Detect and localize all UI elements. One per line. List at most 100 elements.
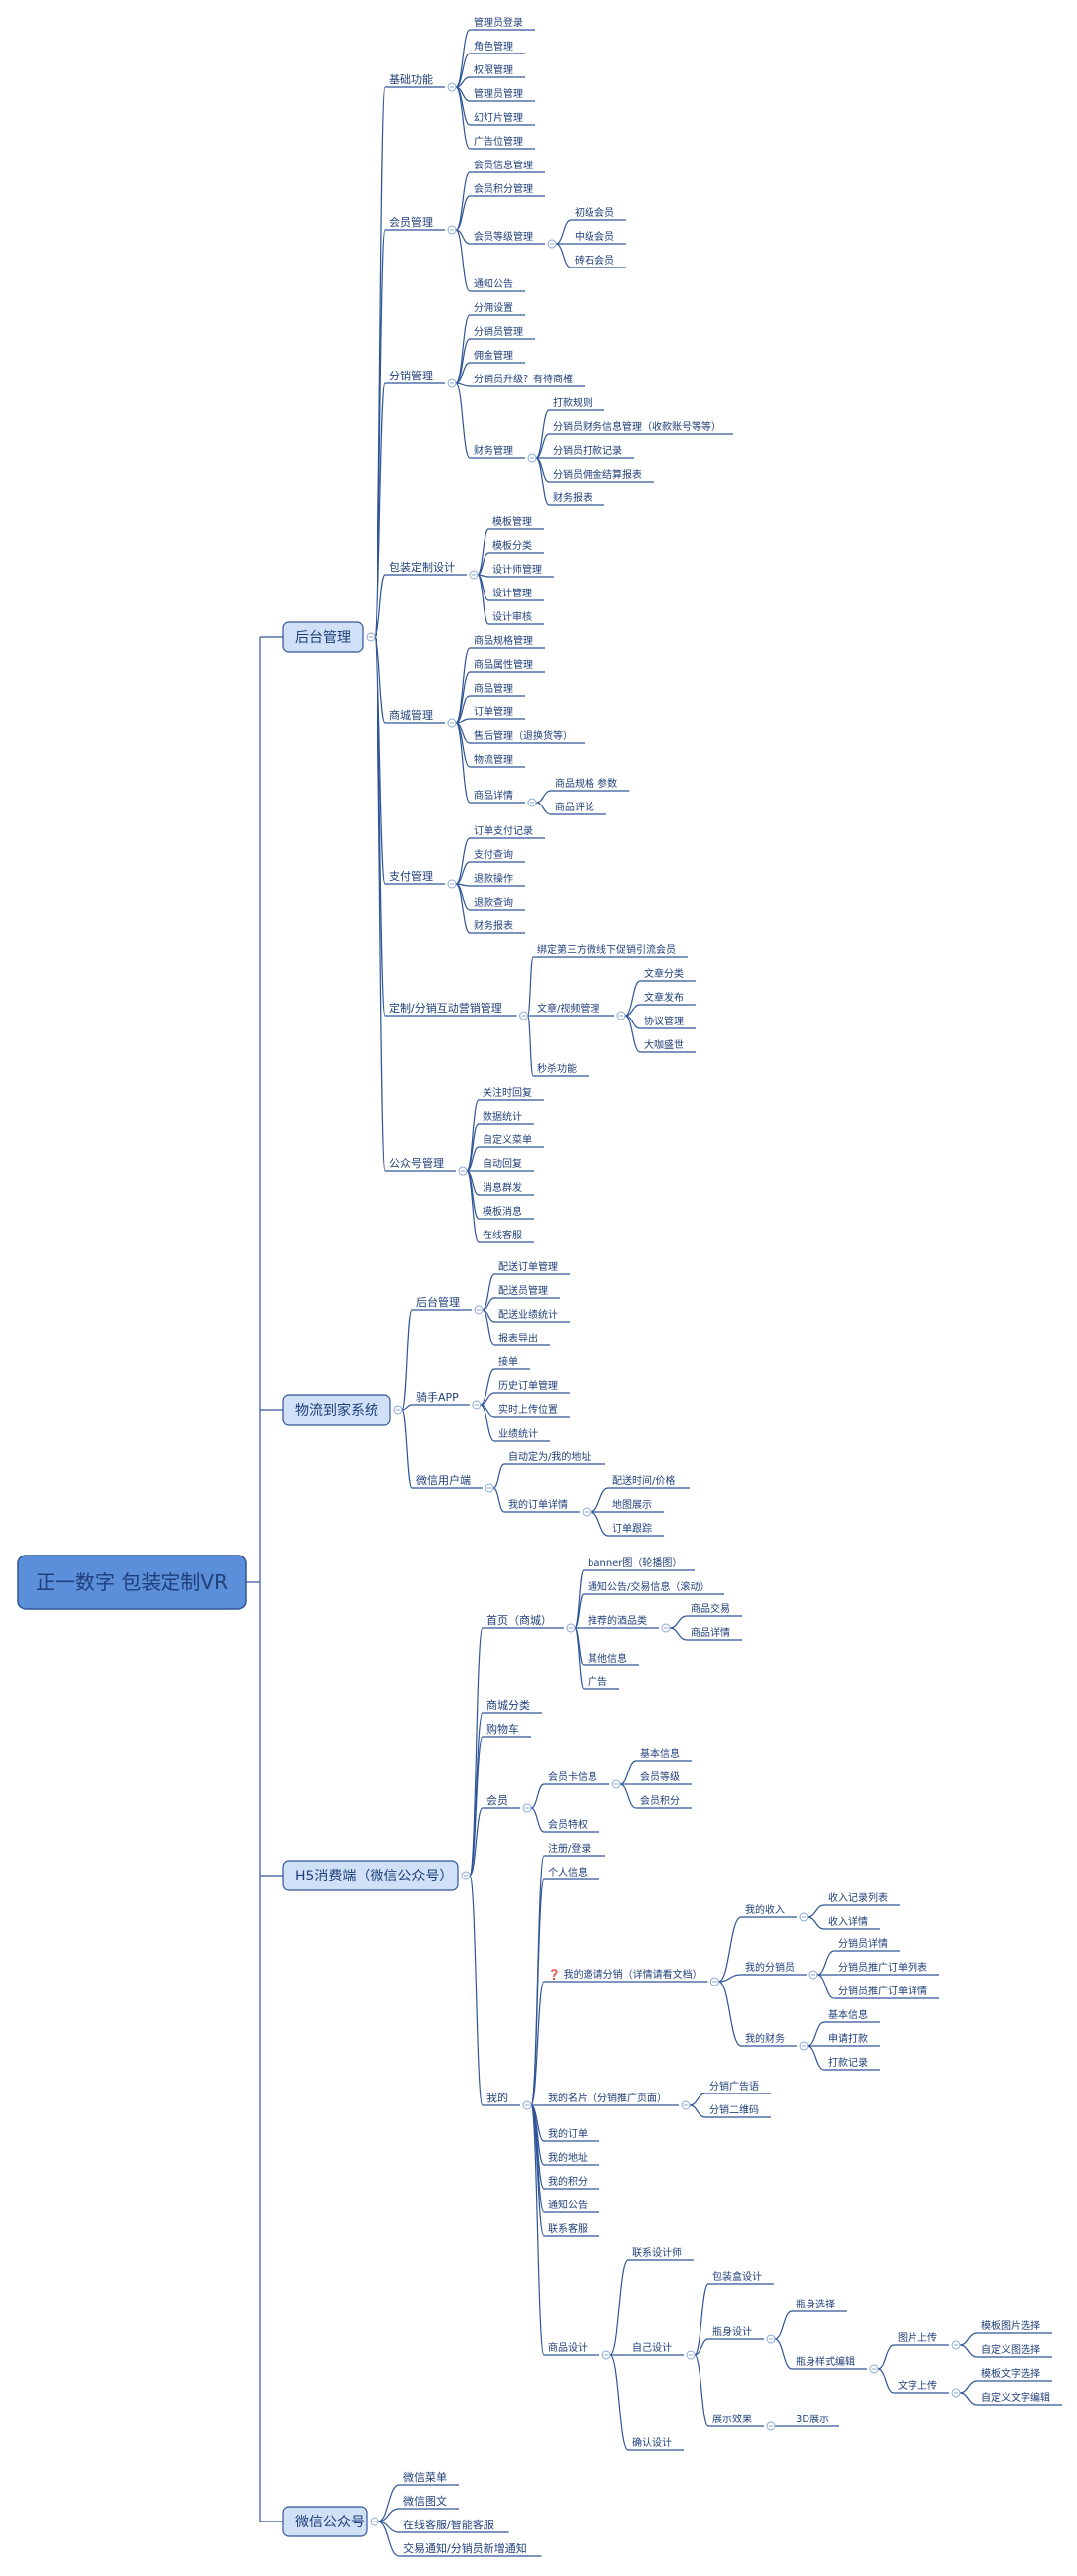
node-历史订单管理[interactable]: 历史订单管理 <box>498 1379 558 1392</box>
root-node[interactable]: 正一数字 包装定制VR <box>17 1555 247 1610</box>
collapse-toggle-icon[interactable] <box>393 1405 403 1415</box>
node-文章分类[interactable]: 文章分类 <box>644 967 684 980</box>
node-分销员财务信息管理-收款账号等等[interactable]: 分销员财务信息管理（收款账号等等） <box>553 420 721 433</box>
node-会员积分管理[interactable]: 会员积分管理 <box>474 182 533 195</box>
node-通知公告[interactable]: 通知公告 <box>474 277 513 290</box>
node-包装盒设计[interactable]: 包装盒设计 <box>712 2270 762 2283</box>
node-我的订单详情[interactable]: 我的订单详情 <box>508 1498 568 1511</box>
node-分销员推广订单列表[interactable]: 分销员推广订单列表 <box>838 1961 927 1974</box>
node-设计管理[interactable]: 设计管理 <box>492 587 532 599</box>
node-模板文字选择[interactable]: 模板文字选择 <box>981 2367 1040 2380</box>
collapse-toggle-icon[interactable] <box>458 1166 468 1176</box>
node-业绩统计[interactable]: 业绩统计 <box>498 1427 538 1440</box>
node-我的积分[interactable]: 我的积分 <box>548 2175 588 2188</box>
node-分销员佣金结算报表[interactable]: 分销员佣金结算报表 <box>553 468 642 481</box>
node-注册-登录[interactable]: 注册/登录 <box>548 1842 591 1855</box>
node-首页-商城[interactable]: 首页（商城） <box>486 1613 552 1627</box>
node-包装定制设计[interactable]: 包装定制设计 <box>389 560 455 574</box>
node-自己设计[interactable]: 自己设计 <box>632 2341 672 2354</box>
node-广告[interactable]: 广告 <box>588 1675 607 1688</box>
node-申请打款[interactable]: 申请打款 <box>828 2032 868 2045</box>
collapse-toggle-icon[interactable] <box>951 2340 961 2350</box>
collapse-toggle-icon[interactable] <box>527 798 537 807</box>
node-协议管理[interactable]: 协议管理 <box>644 1015 684 1027</box>
node-退款查询[interactable]: 退款查询 <box>474 896 513 909</box>
node-基本信息[interactable]: 基本信息 <box>640 1747 680 1760</box>
collapse-toggle-icon[interactable] <box>447 82 457 92</box>
node-分佣设置[interactable]: 分佣设置 <box>474 302 513 314</box>
node-自定义文字编辑[interactable]: 自定义文字编辑 <box>981 2391 1050 2404</box>
collapse-toggle-icon[interactable] <box>582 1507 592 1517</box>
node-会员卡信息[interactable]: 会员卡信息 <box>548 1771 597 1783</box>
node-商品管理[interactable]: 商品管理 <box>474 682 513 695</box>
node-我的收入[interactable]: 我的收入 <box>745 1903 785 1916</box>
collapse-toggle-icon[interactable] <box>766 2421 776 2431</box>
node-文字上传[interactable]: 文字上传 <box>898 2379 937 2392</box>
node-财务报表[interactable]: 财务报表 <box>553 491 592 504</box>
collapse-toggle-icon[interactable] <box>566 1623 576 1633</box>
node-我的邀请分销-详情请看文档[interactable]: ❓ 我的邀请分销（详情请看文档） <box>548 1968 702 1981</box>
node-打款规则[interactable]: 打款规则 <box>553 396 592 409</box>
collapse-toggle-icon[interactable] <box>472 1400 482 1410</box>
node-基础功能[interactable]: 基础功能 <box>389 72 433 86</box>
node-展示效果[interactable]: 展示效果 <box>712 2413 752 2425</box>
node-初级会员[interactable]: 初级会员 <box>575 206 614 219</box>
node-个人信息[interactable]: 个人信息 <box>548 1866 588 1878</box>
node-文章发布[interactable]: 文章发布 <box>644 991 684 1004</box>
node-3D展示[interactable]: 3D展示 <box>796 2414 829 2425</box>
node-通知公告-交易信息-滚动[interactable]: 通知公告/交易信息（滚动） <box>588 1580 709 1593</box>
node-我的分销员[interactable]: 我的分销员 <box>745 1961 795 1974</box>
node-订单跟踪[interactable]: 订单跟踪 <box>612 1522 652 1535</box>
node-收入详情[interactable]: 收入详情 <box>828 1915 868 1928</box>
node-会员特权[interactable]: 会员特权 <box>548 1818 588 1831</box>
node-联系客服[interactable]: 联系客服 <box>548 2222 588 2235</box>
collapse-toggle-icon[interactable] <box>799 1912 808 1922</box>
collapse-toggle-icon[interactable] <box>616 1011 626 1020</box>
node-分销员打款记录[interactable]: 分销员打款记录 <box>553 444 622 457</box>
collapse-toggle-icon[interactable] <box>522 1803 532 1813</box>
node-商城管理[interactable]: 商城管理 <box>389 708 433 722</box>
collapse-toggle-icon[interactable] <box>527 453 537 463</box>
collapse-toggle-icon[interactable] <box>951 2388 961 2398</box>
node-管理员登录[interactable]: 管理员登录 <box>474 16 523 29</box>
node-自动回复[interactable]: 自动回复 <box>483 1157 522 1170</box>
collapse-toggle-icon[interactable] <box>461 1871 471 1880</box>
collapse-toggle-icon[interactable] <box>869 2364 879 2374</box>
node-售后管理-退换货等[interactable]: 售后管理（退换货等） <box>474 729 573 742</box>
node-配送员管理[interactable]: 配送员管理 <box>498 1284 548 1297</box>
node-权限管理[interactable]: 权限管理 <box>474 63 513 76</box>
node-会员[interactable]: 会员 <box>486 1794 508 1807</box>
node-商品交易[interactable]: 商品交易 <box>691 1602 730 1615</box>
node-设计师管理[interactable]: 设计师管理 <box>492 563 542 576</box>
node-实时上传位置[interactable]: 实时上传位置 <box>498 1403 558 1416</box>
node-分销员升级-有待商榷[interactable]: 分销员升级？有待商榷 <box>474 373 573 385</box>
node-其他信息[interactable]: 其他信息 <box>588 1652 627 1664</box>
node-微信图文[interactable]: 微信图文 <box>403 2494 447 2508</box>
collapse-toggle-icon[interactable] <box>447 225 457 235</box>
collapse-toggle-icon[interactable] <box>601 2350 611 2360</box>
node-我的订单[interactable]: 我的订单 <box>548 2127 588 2140</box>
node-我的财务[interactable]: 我的财务 <box>745 2032 785 2045</box>
collapse-toggle-icon[interactable] <box>686 2350 696 2360</box>
node-基本信息[interactable]: 基本信息 <box>828 2008 868 2021</box>
node-大咖盛世[interactable]: 大咖盛世 <box>644 1038 684 1051</box>
node-广告位管理[interactable]: 广告位管理 <box>474 135 523 148</box>
node-模板管理[interactable]: 模板管理 <box>492 515 532 528</box>
node-幻灯片管理[interactable]: 幻灯片管理 <box>474 111 523 124</box>
collapse-toggle-icon[interactable] <box>447 378 457 388</box>
node-推荐的酒品类[interactable]: 推荐的酒品类 <box>588 1614 647 1627</box>
node-财务管理[interactable]: 财务管理 <box>474 444 513 457</box>
node-商品规格管理[interactable]: 商品规格管理 <box>474 634 533 647</box>
node-砖石会员[interactable]: 砖石会员 <box>575 254 614 267</box>
branch-微信公众号[interactable]: 微信公众号 <box>282 2506 368 2537</box>
branch-物流到家系统[interactable]: 物流到家系统 <box>282 1394 391 1426</box>
node-商品详情[interactable]: 商品详情 <box>691 1626 730 1639</box>
collapse-toggle-icon[interactable] <box>485 1483 494 1493</box>
node-收入记录列表[interactable]: 收入记录列表 <box>828 1891 888 1904</box>
collapse-toggle-icon[interactable] <box>370 2517 379 2526</box>
node-自定义图选择[interactable]: 自定义图选择 <box>981 2343 1040 2356</box>
branch-后台管理[interactable]: 后台管理 <box>282 621 364 653</box>
node-管理员管理[interactable]: 管理员管理 <box>474 87 523 100</box>
node-商城分类[interactable]: 商城分类 <box>486 1698 530 1712</box>
collapse-toggle-icon[interactable] <box>709 1977 719 1986</box>
